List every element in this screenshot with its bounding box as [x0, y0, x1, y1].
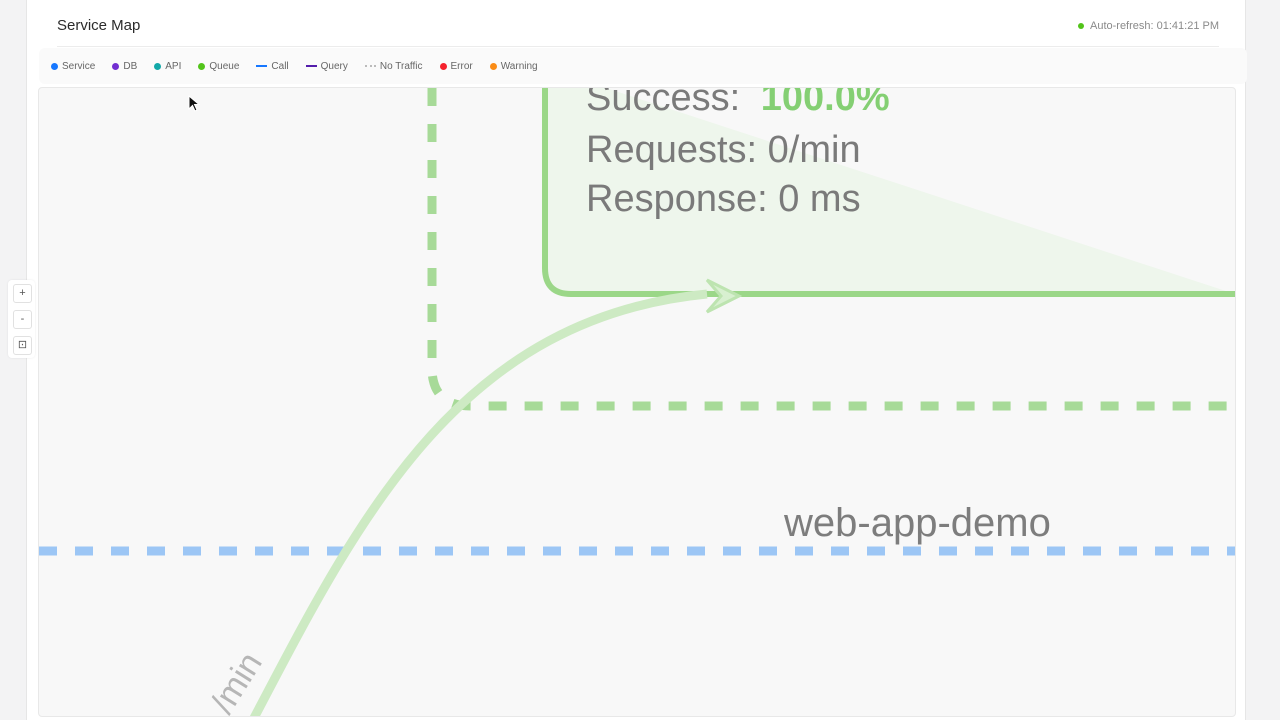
- traffic-edge: [250, 289, 708, 716]
- legend-item-service: Service: [51, 61, 95, 72]
- response-stat: Response: 0 ms: [586, 178, 861, 220]
- legend-label: Service: [62, 60, 96, 72]
- legend-label: No Traffic: [379, 60, 423, 72]
- legend-swatch-icon: [112, 62, 120, 70]
- zoom-controls: + - ⊡: [8, 280, 35, 358]
- service-map-canvas[interactable]: Success: 100.0% Requests: 0/min Response…: [38, 87, 1236, 717]
- auto-refresh-status: Auto-refresh: 01:41:21 PM: [1077, 20, 1219, 32]
- legend-item-query: Query: [305, 60, 348, 72]
- legend-item-no-traffic: No Traffic: [364, 60, 423, 72]
- page-title: Service Map: [57, 17, 141, 34]
- legend-label: Call: [271, 60, 289, 72]
- success-value: 100.0%: [761, 88, 890, 119]
- legend-swatch-icon: [489, 62, 497, 70]
- legend-label: Queue: [209, 60, 240, 72]
- legend-swatch-icon: [305, 65, 317, 67]
- legend-item-call: Call: [256, 60, 289, 72]
- status-dot-icon: [1077, 23, 1084, 29]
- legend-item-error: Error: [439, 60, 473, 72]
- legend-label: Warning: [500, 60, 538, 72]
- edge-arrowhead: [705, 278, 743, 314]
- zoom-in-button[interactable]: +: [13, 284, 32, 303]
- legend-swatch-icon: [364, 65, 376, 67]
- panel-header: Service Map Auto-refresh: 01:41:21 PM: [57, 0, 1219, 47]
- legend-item-queue: Queue: [198, 61, 239, 72]
- group-boundary-green: [427, 88, 1235, 411]
- auto-refresh-text: Auto-refresh: 01:41:21 PM: [1089, 20, 1219, 32]
- requests-stat: Requests: 0/min: [586, 129, 861, 171]
- legend-swatch-icon: [439, 62, 447, 70]
- zoom-out-button[interactable]: -: [13, 310, 32, 329]
- mouse-cursor-icon: [188, 95, 200, 112]
- legend-item-warning: Warning: [489, 60, 538, 72]
- legend-swatch-icon: [154, 62, 162, 70]
- legend-label: DB: [123, 60, 138, 72]
- service-node-box: [542, 88, 1235, 297]
- legend-label: API: [165, 60, 182, 72]
- service-node-label: web-app-demo: [783, 501, 1051, 545]
- legend-label: Error: [450, 60, 473, 72]
- legend-swatch-icon: [256, 65, 268, 67]
- legend-item-db: DB: [112, 61, 137, 72]
- legend-item-api: API: [154, 61, 181, 72]
- success-label: Success:: [586, 88, 740, 119]
- fit-view-button[interactable]: ⊡: [13, 336, 32, 355]
- legend-label: Query: [320, 60, 348, 72]
- legend-swatch-icon: [51, 62, 58, 70]
- map-legend: Service DB API Queue Call Query No Traffic Erro…: [39, 48, 1247, 84]
- legend-swatch-icon: [198, 62, 206, 70]
- success-stat: Success: 100.0%: [586, 88, 890, 119]
